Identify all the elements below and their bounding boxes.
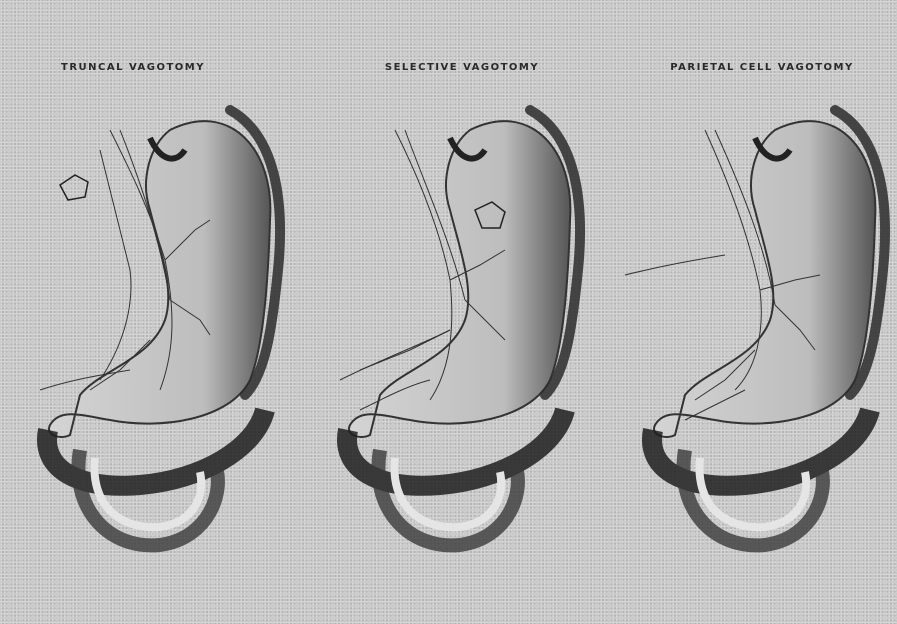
stomach-illustration-truncal: [0, 90, 290, 580]
caption-selective-vagotomy: SELECTIVE VAGOTOMY: [385, 62, 539, 73]
caption-parietal-cell-vagotomy: PARIETAL CELL VAGOTOMY: [670, 62, 853, 73]
stomach-illustration-parietal-cell: [605, 90, 895, 580]
caption-truncal-vagotomy: TRUNCAL VAGOTOMY: [61, 62, 205, 73]
stomach-illustration-selective: [300, 90, 590, 580]
